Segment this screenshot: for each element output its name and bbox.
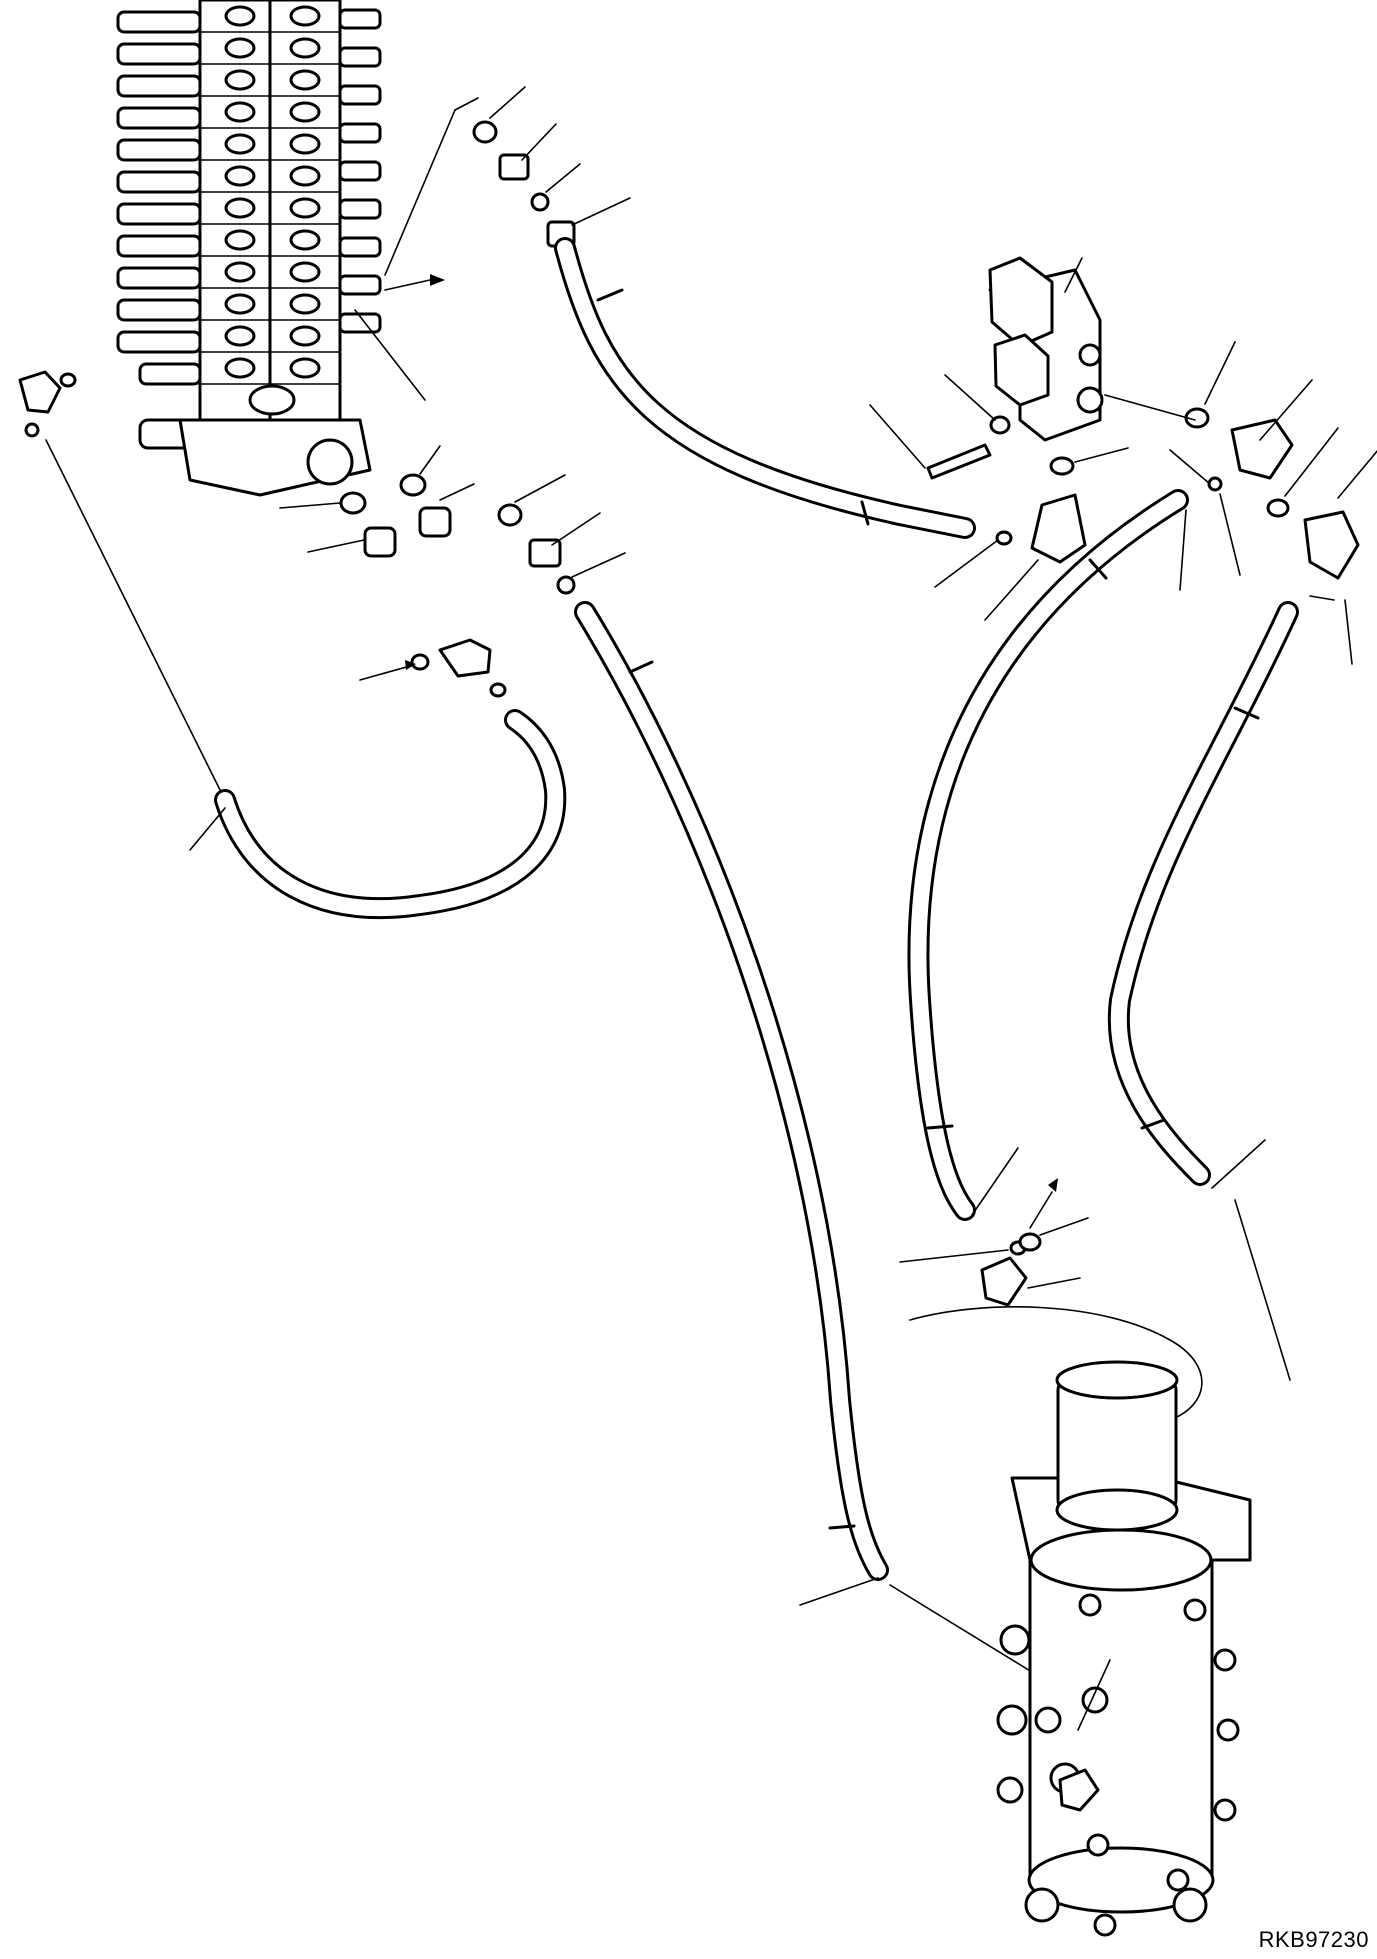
fittings-lower-center — [899, 1178, 1089, 1307]
figure-code: RKB97230 — [1258, 1927, 1369, 1952]
fittings-upper — [472, 86, 631, 248]
fittings-right — [1104, 341, 1377, 665]
solenoid-valve — [869, 256, 1129, 621]
swivel-joint — [909, 1306, 1252, 1937]
plugs — [279, 445, 626, 595]
hose-long-center — [574, 601, 1046, 1681]
hose-far-right — [1107, 601, 1299, 1381]
left-elbow-assembly — [18, 370, 567, 920]
hose-right-center — [907, 489, 1189, 1221]
leader-lines — [354, 97, 479, 401]
control-valve — [116, 0, 382, 497]
hose-upper — [554, 237, 976, 539]
